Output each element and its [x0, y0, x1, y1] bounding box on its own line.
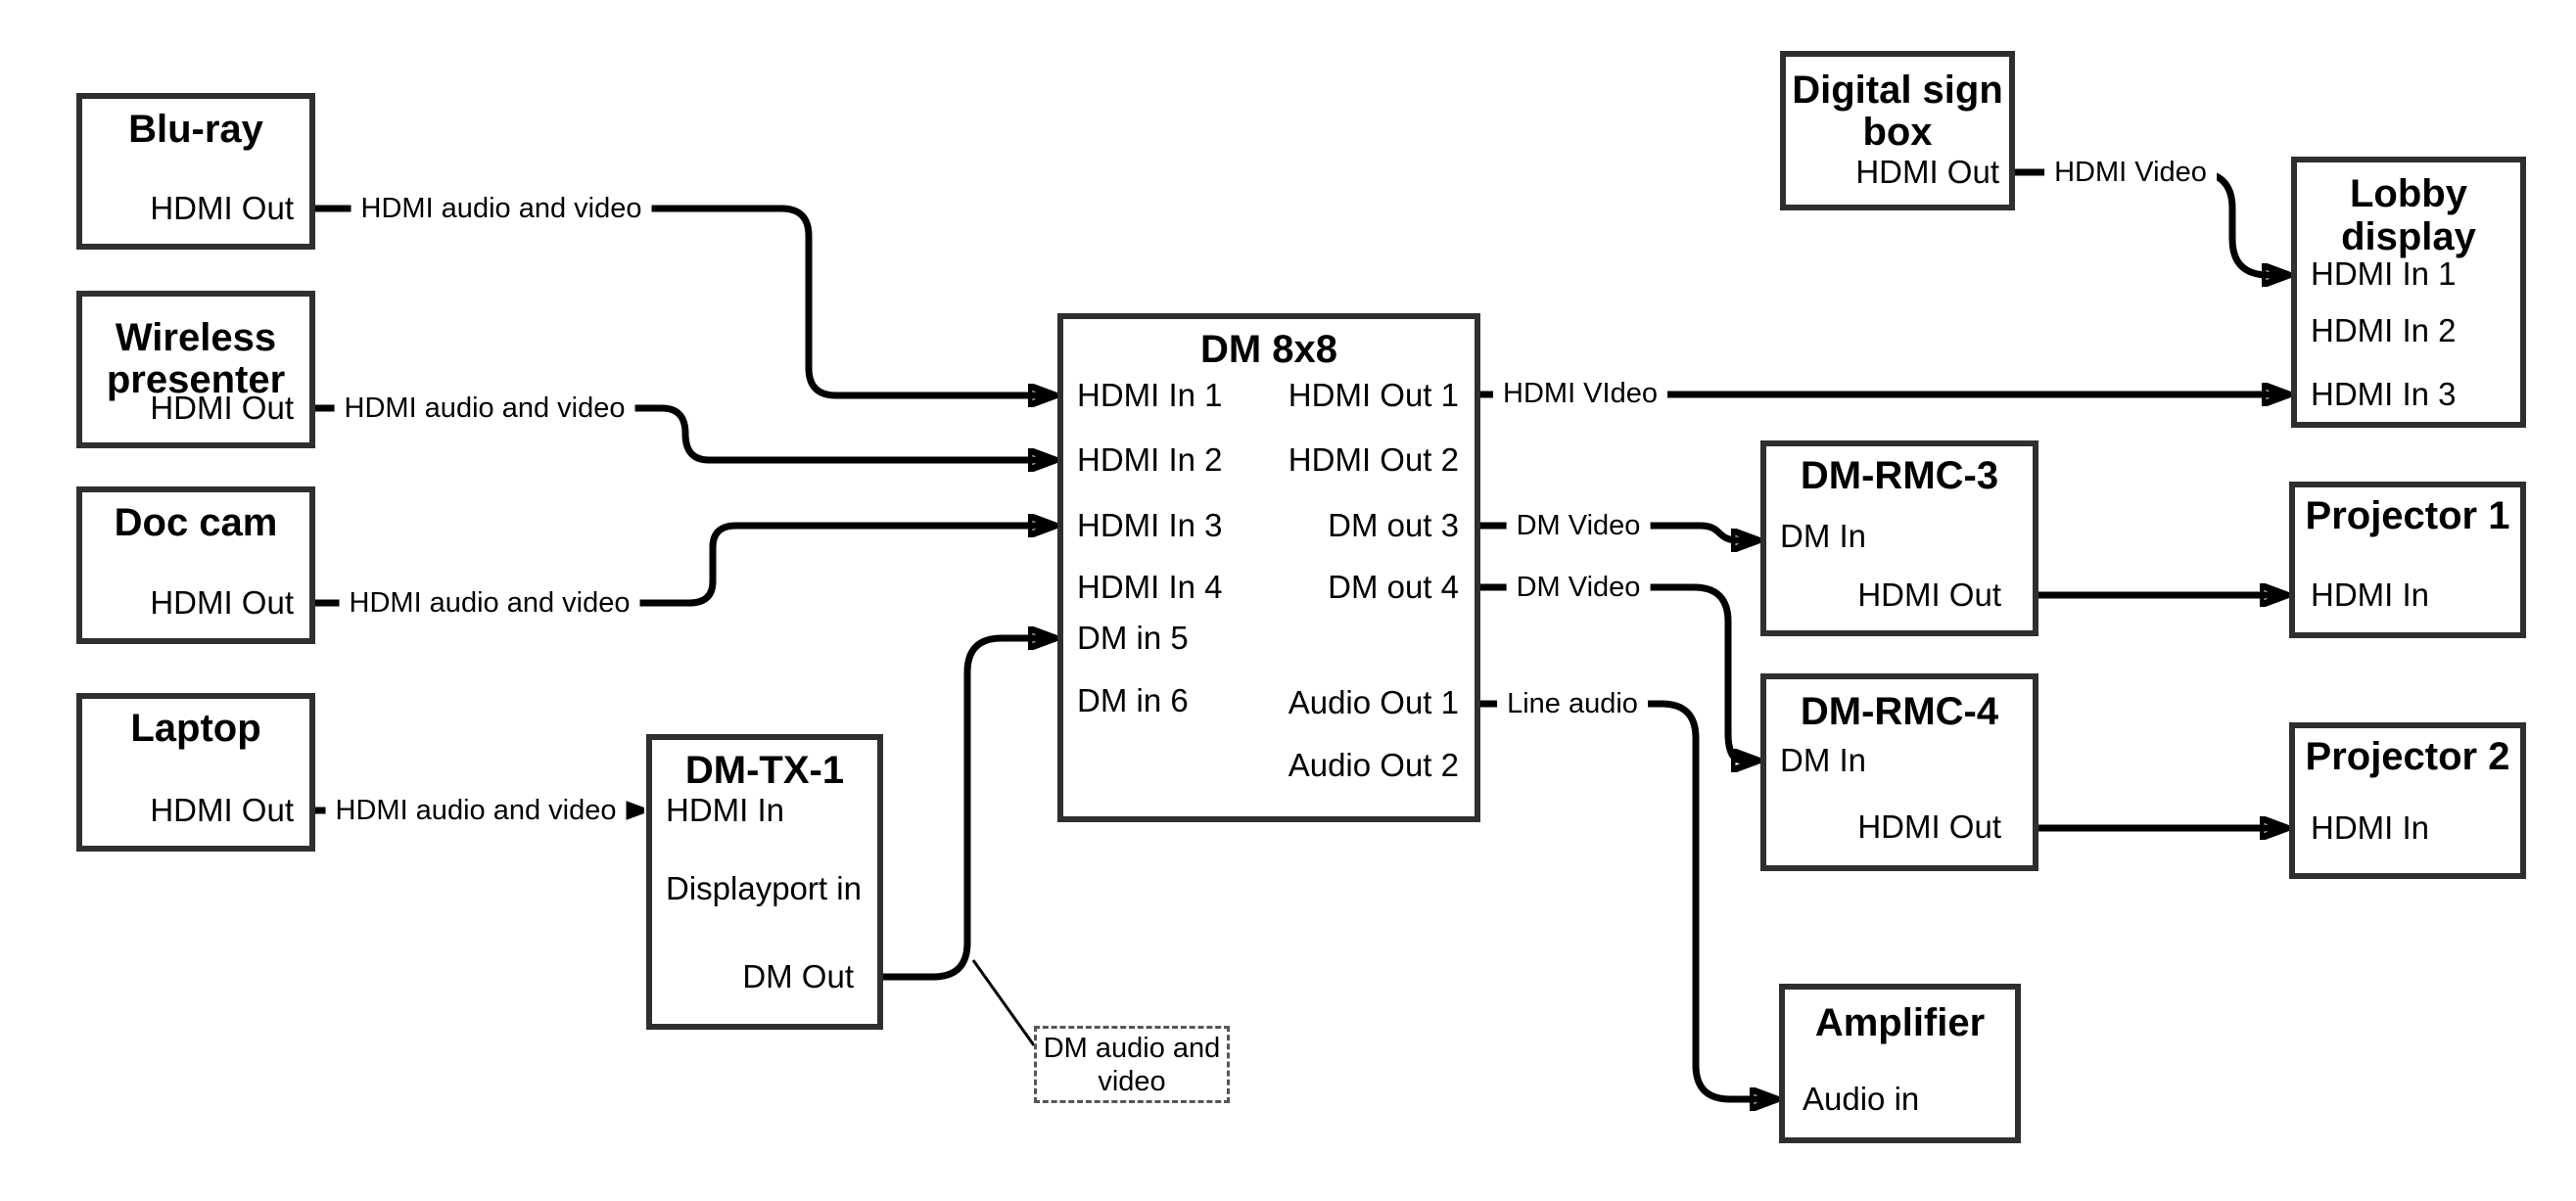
node-title: display: [2341, 215, 2476, 258]
edge-label-hdmi-audio-video: HDMI audio and video: [325, 793, 627, 828]
node-title: Lobby: [2350, 172, 2467, 215]
edge-label-hdmi-audio-video: HDMI audio and video: [351, 191, 652, 226]
port-hdmi-in: HDMI In: [2311, 809, 2430, 846]
port-dm-out-4: DM out 4: [1328, 569, 1459, 605]
port-hdmi-in-3: HDMI In 3: [1077, 507, 1223, 543]
port-dm-in: DM In: [1780, 742, 1867, 778]
node-title: Doc cam: [114, 501, 278, 544]
port-hdmi-out-2: HDMI Out 2: [1288, 441, 1459, 478]
port-dm-in-6: DM in 6: [1077, 682, 1189, 718]
node-lobby-display: [2291, 157, 2526, 428]
edge-label-hdmi-video: HDMI Video: [2044, 155, 2217, 190]
annotation-line: video: [1098, 1065, 1166, 1097]
edge-dm8x8-aout1-to-amplifier: [1480, 700, 1773, 1099]
port-dm-out-3: DM out 3: [1328, 507, 1459, 543]
port-hdmi-in: HDMI In: [2311, 577, 2430, 613]
port-hdmi-out: HDMI Out: [1857, 808, 2001, 845]
node-dm-tx-1: [646, 734, 883, 1030]
node-digital-sign-box: [1780, 51, 2015, 210]
port-hdmi-out: HDMI Out: [150, 390, 294, 426]
port-dm-in: DM In: [1780, 518, 1867, 554]
node-laptop: [76, 693, 315, 852]
node-dm-8x8-switcher: [1057, 313, 1480, 822]
port-hdmi-out: HDMI Out: [150, 190, 294, 226]
edge-bluray-to-dm8x8-in1: [315, 205, 1052, 395]
node-title: Digital sign: [1792, 69, 2003, 112]
port-hdmi-in-1: HDMI In 1: [1077, 377, 1223, 413]
edge-label-hdmi-audio-video: HDMI audio and video: [334, 391, 635, 426]
node-title: DM-RMC-4: [1800, 690, 1999, 733]
edge-label-dm-video: DM Video: [1506, 570, 1651, 605]
port-dm-in-5: DM in 5: [1077, 620, 1189, 656]
node-title: DM 8x8: [1199, 328, 1338, 371]
port-audio-out-1: Audio Out 1: [1288, 684, 1459, 720]
node-title: box: [1862, 111, 1933, 154]
edge-label-hdmi-video: HDMI VIdeo: [1493, 376, 1667, 411]
port-hdmi-in-3: HDMI In 3: [2311, 376, 2457, 412]
annotation-dm-audio-video: DM audio and video: [1034, 1026, 1230, 1103]
node-title: Laptop: [130, 707, 261, 750]
node-title: Wireless: [115, 316, 277, 359]
port-hdmi-in: HDMI In: [666, 792, 785, 828]
edge-label-hdmi-audio-video: HDMI audio and video: [339, 585, 640, 621]
port-hdmi-in-4: HDMI In 4: [1077, 569, 1223, 605]
port-hdmi-out: HDMI Out: [1857, 577, 2001, 613]
node-title: Amplifier: [1814, 1001, 1986, 1044]
edge-label-dm-video: DM Video: [1506, 508, 1651, 543]
node-projector-1: [2289, 482, 2526, 638]
node-title: Projector 1: [2305, 494, 2510, 537]
node-title: presenter: [106, 358, 286, 401]
port-hdmi-out-1: HDMI Out 1: [1288, 377, 1459, 413]
port-audio-in: Audio in: [1803, 1081, 1920, 1117]
port-hdmi-out: HDMI Out: [1855, 154, 1999, 190]
node-title: DM-TX-1: [684, 749, 845, 792]
node-title: Projector 2: [2305, 735, 2510, 778]
port-hdmi-in-1: HDMI In 1: [2311, 255, 2457, 292]
node-title: Blu-ray: [128, 108, 263, 151]
node-dm-rmc-4: [1760, 673, 2038, 871]
node-title: DM-RMC-3: [1800, 454, 1999, 497]
annotation-leader-line: [971, 959, 1036, 1046]
node-projector-2: [2289, 722, 2526, 879]
port-audio-out-2: Audio Out 2: [1288, 747, 1459, 783]
port-displayport-in: Displayport in: [666, 870, 862, 906]
port-hdmi-out: HDMI Out: [150, 584, 294, 621]
edge-dmtx1-to-dm8x8-in5: [883, 638, 1052, 981]
port-hdmi-in-2: HDMI In 2: [1077, 441, 1223, 478]
port-hdmi-in-2: HDMI In 2: [2311, 312, 2457, 348]
edge-label-line-audio: Line audio: [1497, 686, 1648, 721]
node-amplifier: [1779, 984, 2021, 1143]
node-dm-rmc-3: [1760, 440, 2038, 636]
node-blu-ray: [76, 93, 315, 250]
annotation-line: DM audio and: [1043, 1032, 1221, 1064]
port-hdmi-out: HDMI Out: [150, 792, 294, 828]
node-doc-cam: [76, 486, 315, 644]
port-dm-out: DM Out: [742, 958, 854, 994]
node-wireless-presenter: [76, 291, 315, 448]
edge-dm8x8-out4-to-rmc4: [1480, 583, 1755, 761]
